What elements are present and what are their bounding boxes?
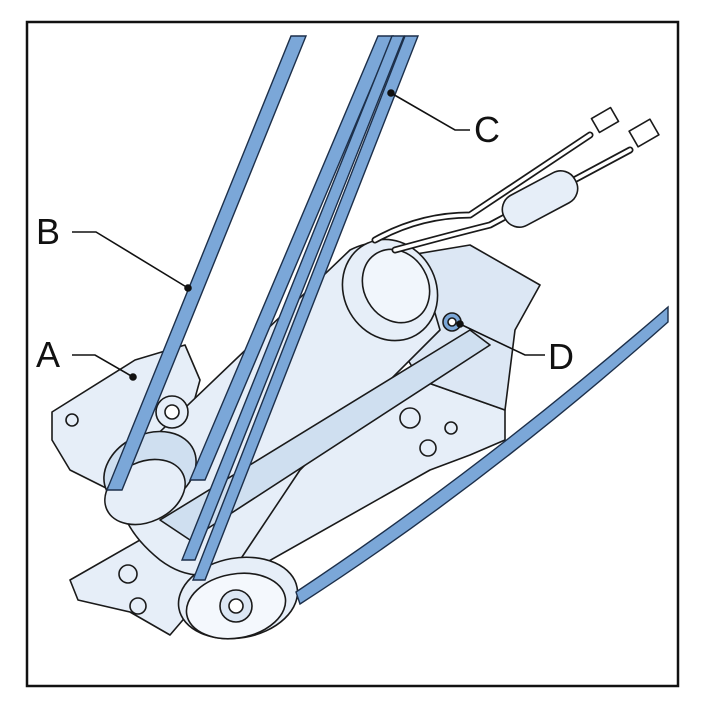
leaders [72, 89, 545, 381]
screw [65, 413, 79, 427]
leader-dot-d [456, 320, 464, 328]
leader-dot-b [184, 284, 192, 292]
belt-c-right [191, 35, 420, 581]
motor-end-cap-face [361, 248, 431, 324]
belts [105, 35, 669, 606]
screw [118, 564, 138, 584]
callout-b: B [36, 211, 60, 252]
callout-d: D [548, 336, 574, 377]
main-pulley-hub-hole [228, 598, 244, 614]
connector [628, 118, 660, 148]
callout-c: C [474, 109, 500, 150]
screw [399, 407, 421, 429]
sensor-d-core [447, 317, 457, 327]
belt-c-left [180, 35, 406, 561]
belt-lower [295, 305, 669, 606]
leader-a [72, 354, 134, 378]
belt-b-left [105, 35, 308, 491]
motor-rail [159, 329, 491, 541]
leader-d [459, 323, 545, 356]
connector [590, 106, 620, 134]
callout-a: A [36, 334, 60, 375]
cable-inner [393, 148, 632, 252]
screw [419, 439, 437, 457]
cable-inner [373, 133, 592, 242]
mechanism-drawing [51, 106, 660, 640]
leader-c [390, 92, 470, 131]
leader-dot-c [387, 89, 395, 97]
belt-b-right [188, 35, 395, 481]
small-pulley-hub [164, 404, 180, 420]
screw [129, 597, 147, 615]
screw [444, 421, 458, 435]
leader-dot-a [129, 373, 137, 381]
leader-b [72, 231, 189, 289]
ferrite-core [501, 170, 579, 228]
